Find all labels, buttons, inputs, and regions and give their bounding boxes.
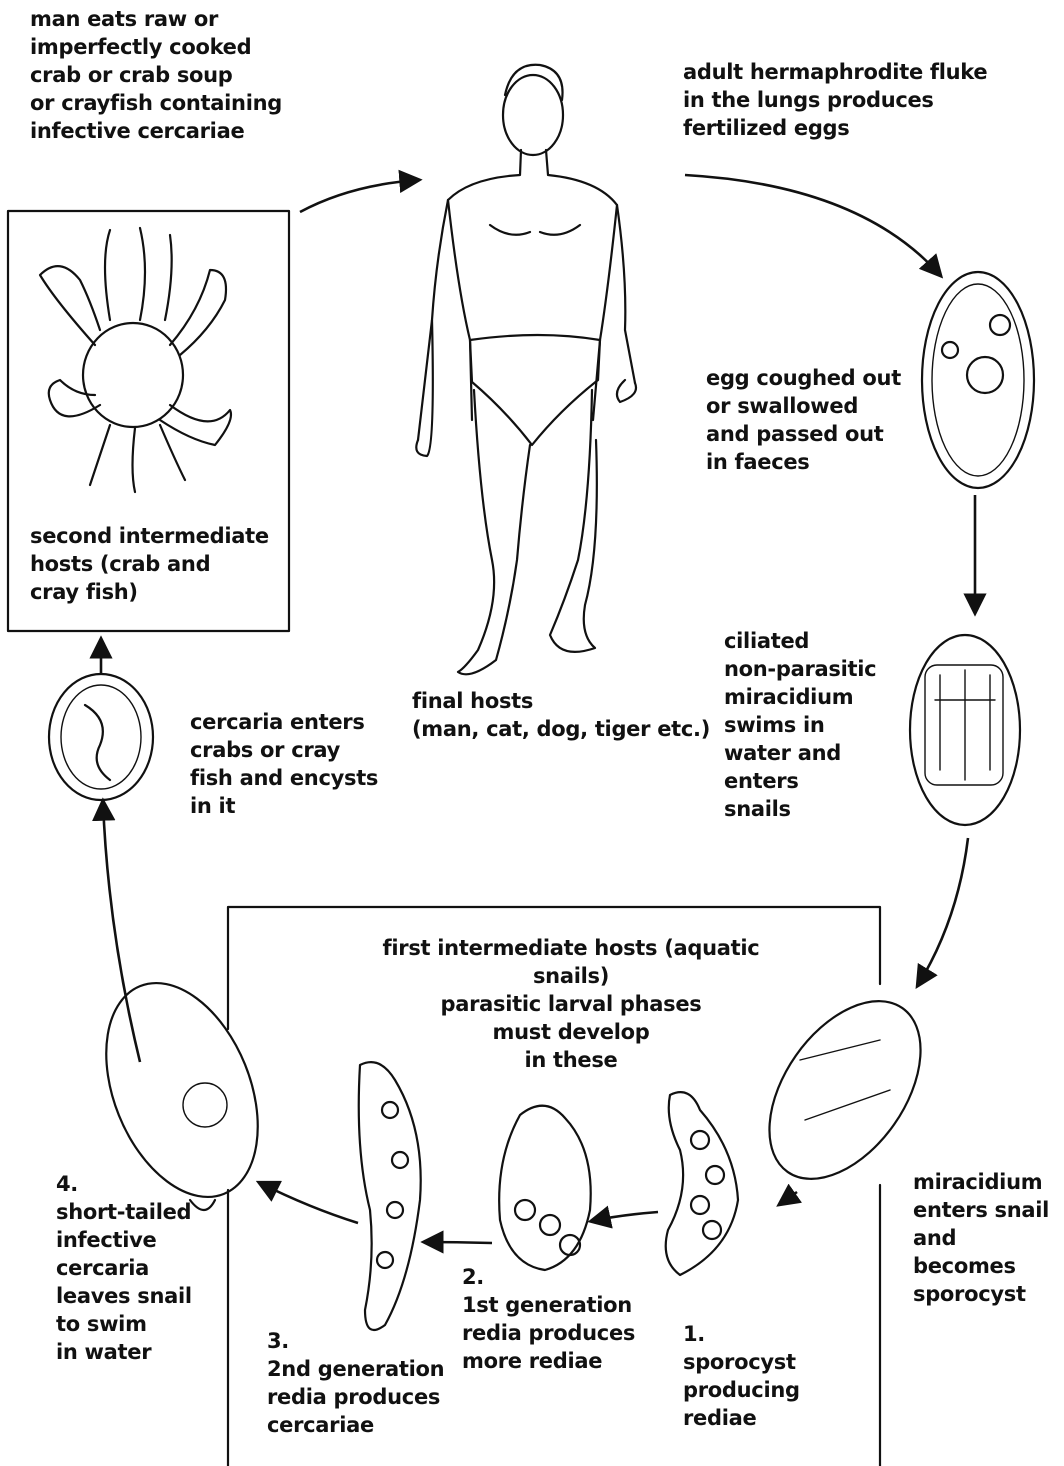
arrow-stage1-to-stage2	[592, 1212, 658, 1221]
label-cercaria-enters: cercaria enters crabs or cray fish and e…	[190, 708, 378, 820]
label-first-hosts: first intermediate hosts (aquatic snails…	[346, 934, 796, 1074]
redia-first-generation-drawing	[499, 1106, 591, 1270]
sporocyst-drawing	[666, 1092, 738, 1275]
label-ciliated-miracidium: ciliated non-parasitic miracidium swims …	[724, 627, 876, 823]
miracidium-drawing	[910, 635, 1020, 825]
arrow-stage2-to-stage3	[425, 1242, 492, 1243]
arrow-crab-to-man	[300, 180, 418, 212]
label-egg-coughed: egg coughed out or swallowed and passed …	[706, 364, 901, 476]
label-man-eats: man eats raw or imperfectly cooked crab …	[30, 5, 282, 145]
label-stage-2: 2. 1st generation redia produces more re…	[462, 1263, 635, 1375]
arrow-man-to-egg	[685, 175, 940, 275]
metacercaria-drawing	[49, 674, 153, 800]
label-stage-1: 1. sporocyst producing rediae	[683, 1320, 800, 1432]
label-adult-fluke: adult hermaphrodite fluke in the lungs p…	[683, 58, 987, 142]
label-stage-4: 4. short-tailed infective cercaria leave…	[56, 1170, 192, 1366]
arrow-miracidium-to-stage1	[780, 1192, 797, 1204]
label-second-hosts: second intermediate hosts (crab and cray…	[30, 522, 269, 606]
arrow-miracidium-to-snail	[918, 838, 968, 985]
human-figure	[416, 65, 636, 675]
label-miracidium-enters: miracidium enters snail and becomes spor…	[913, 1168, 1064, 1308]
crab-drawing	[40, 228, 231, 492]
label-final-hosts: final hosts (man, cat, dog, tiger etc.)	[412, 687, 710, 743]
label-stage-3: 3. 2nd generation redia produces cercari…	[267, 1327, 444, 1439]
arrow-stage3-to-stage4	[260, 1183, 358, 1223]
arrow-stage4-to-cyst	[103, 802, 140, 1062]
egg-drawing	[922, 272, 1034, 488]
redia-second-generation-drawing	[359, 1062, 421, 1330]
